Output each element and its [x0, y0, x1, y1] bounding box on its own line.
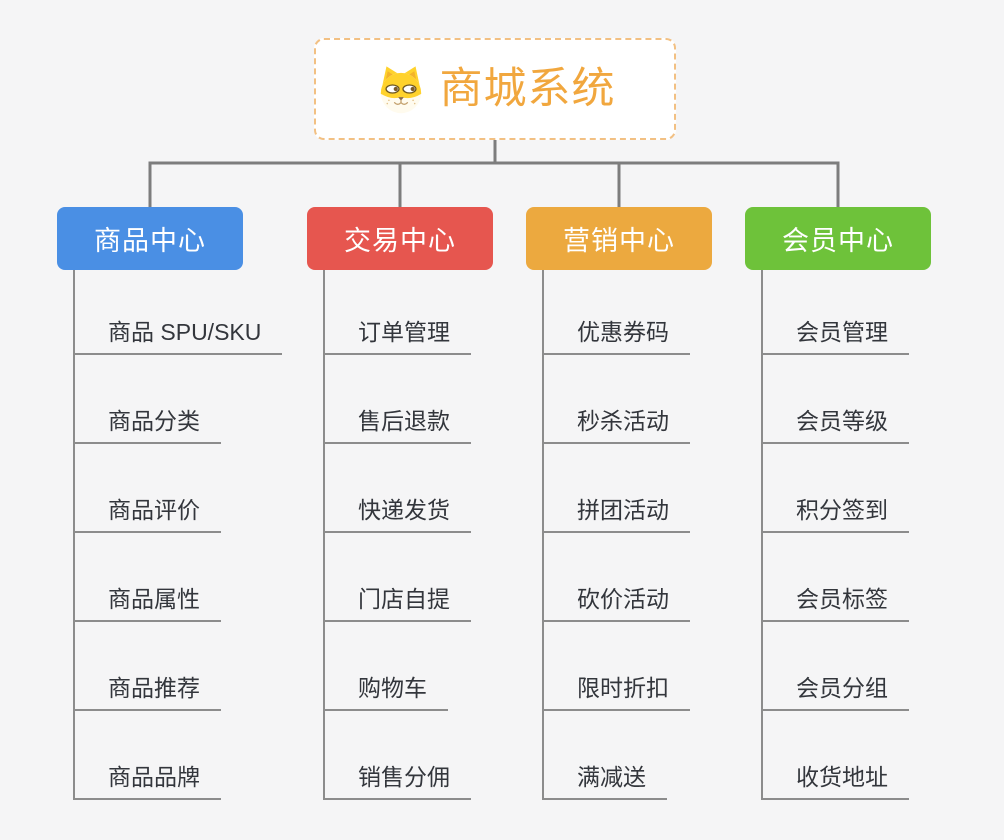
child-topic[interactable]: 商品评价 [75, 444, 221, 533]
child-topic[interactable]: 会员管理 [763, 270, 909, 355]
branch-header-product[interactable]: 商品中心 [57, 207, 243, 270]
child-topic[interactable]: 门店自提 [325, 533, 471, 622]
branch-children-trade: 订单管理 售后退款 快递发货 门店自提 购物车 销售分佣 [323, 270, 471, 800]
branch-header-member[interactable]: 会员中心 [745, 207, 931, 270]
child-topic[interactable]: 售后退款 [325, 355, 471, 444]
child-topic[interactable]: 会员标签 [763, 533, 909, 622]
child-topic[interactable]: 购物车 [325, 622, 448, 711]
dog-face-icon [380, 66, 421, 114]
child-topic[interactable]: 限时折扣 [544, 622, 690, 711]
child-topic[interactable]: 商品属性 [75, 533, 221, 622]
branch-children-member: 会员管理 会员等级 积分签到 会员标签 会员分组 收货地址 [761, 270, 909, 800]
child-topic[interactable]: 会员分组 [763, 622, 909, 711]
branch-children-marketing: 优惠券码 秒杀活动 拼团活动 砍价活动 限时折扣 满减送 [542, 270, 690, 800]
child-topic[interactable]: 订单管理 [325, 270, 471, 355]
branch-marketing-center: 营销中心 优惠券码 秒杀活动 拼团活动 砍价活动 限时折扣 满减送 [526, 207, 712, 800]
child-topic[interactable]: 秒杀活动 [544, 355, 690, 444]
child-topic[interactable]: 拼团活动 [544, 444, 690, 533]
child-topic[interactable]: 积分签到 [763, 444, 909, 533]
child-topic[interactable]: 会员等级 [763, 355, 909, 444]
child-topic[interactable]: 收货地址 [763, 711, 909, 800]
child-topic[interactable]: 商品分类 [75, 355, 221, 444]
child-topic[interactable]: 优惠券码 [544, 270, 690, 355]
child-topic[interactable]: 满减送 [544, 711, 667, 800]
root-title: 商城系统 [439, 64, 616, 113]
root-node[interactable]: 商城系统 [314, 38, 676, 140]
branch-header-marketing[interactable]: 营销中心 [526, 207, 712, 270]
child-topic[interactable]: 砍价活动 [544, 533, 690, 622]
child-topic[interactable]: 快递发货 [325, 444, 471, 533]
branch-children-product: 商品 SPU/SKU 商品分类 商品评价 商品属性 商品推荐 商品品牌 [73, 270, 283, 800]
child-topic[interactable]: 商品 SPU/SKU [75, 270, 283, 355]
branch-product-center: 商品中心 商品 SPU/SKU 商品分类 商品评价 商品属性 商品推荐 商品品牌 [57, 207, 283, 800]
child-topic[interactable]: 商品品牌 [75, 711, 221, 800]
child-topic[interactable]: 销售分佣 [325, 711, 471, 800]
child-topic[interactable]: 商品推荐 [75, 622, 221, 711]
connector-bus [148, 161, 840, 207]
branch-member-center: 会员中心 会员管理 会员等级 积分签到 会员标签 会员分组 收货地址 [745, 207, 931, 800]
branch-header-trade[interactable]: 交易中心 [307, 207, 493, 270]
branch-trade-center: 交易中心 订单管理 售后退款 快递发货 门店自提 购物车 销售分佣 [307, 207, 493, 800]
